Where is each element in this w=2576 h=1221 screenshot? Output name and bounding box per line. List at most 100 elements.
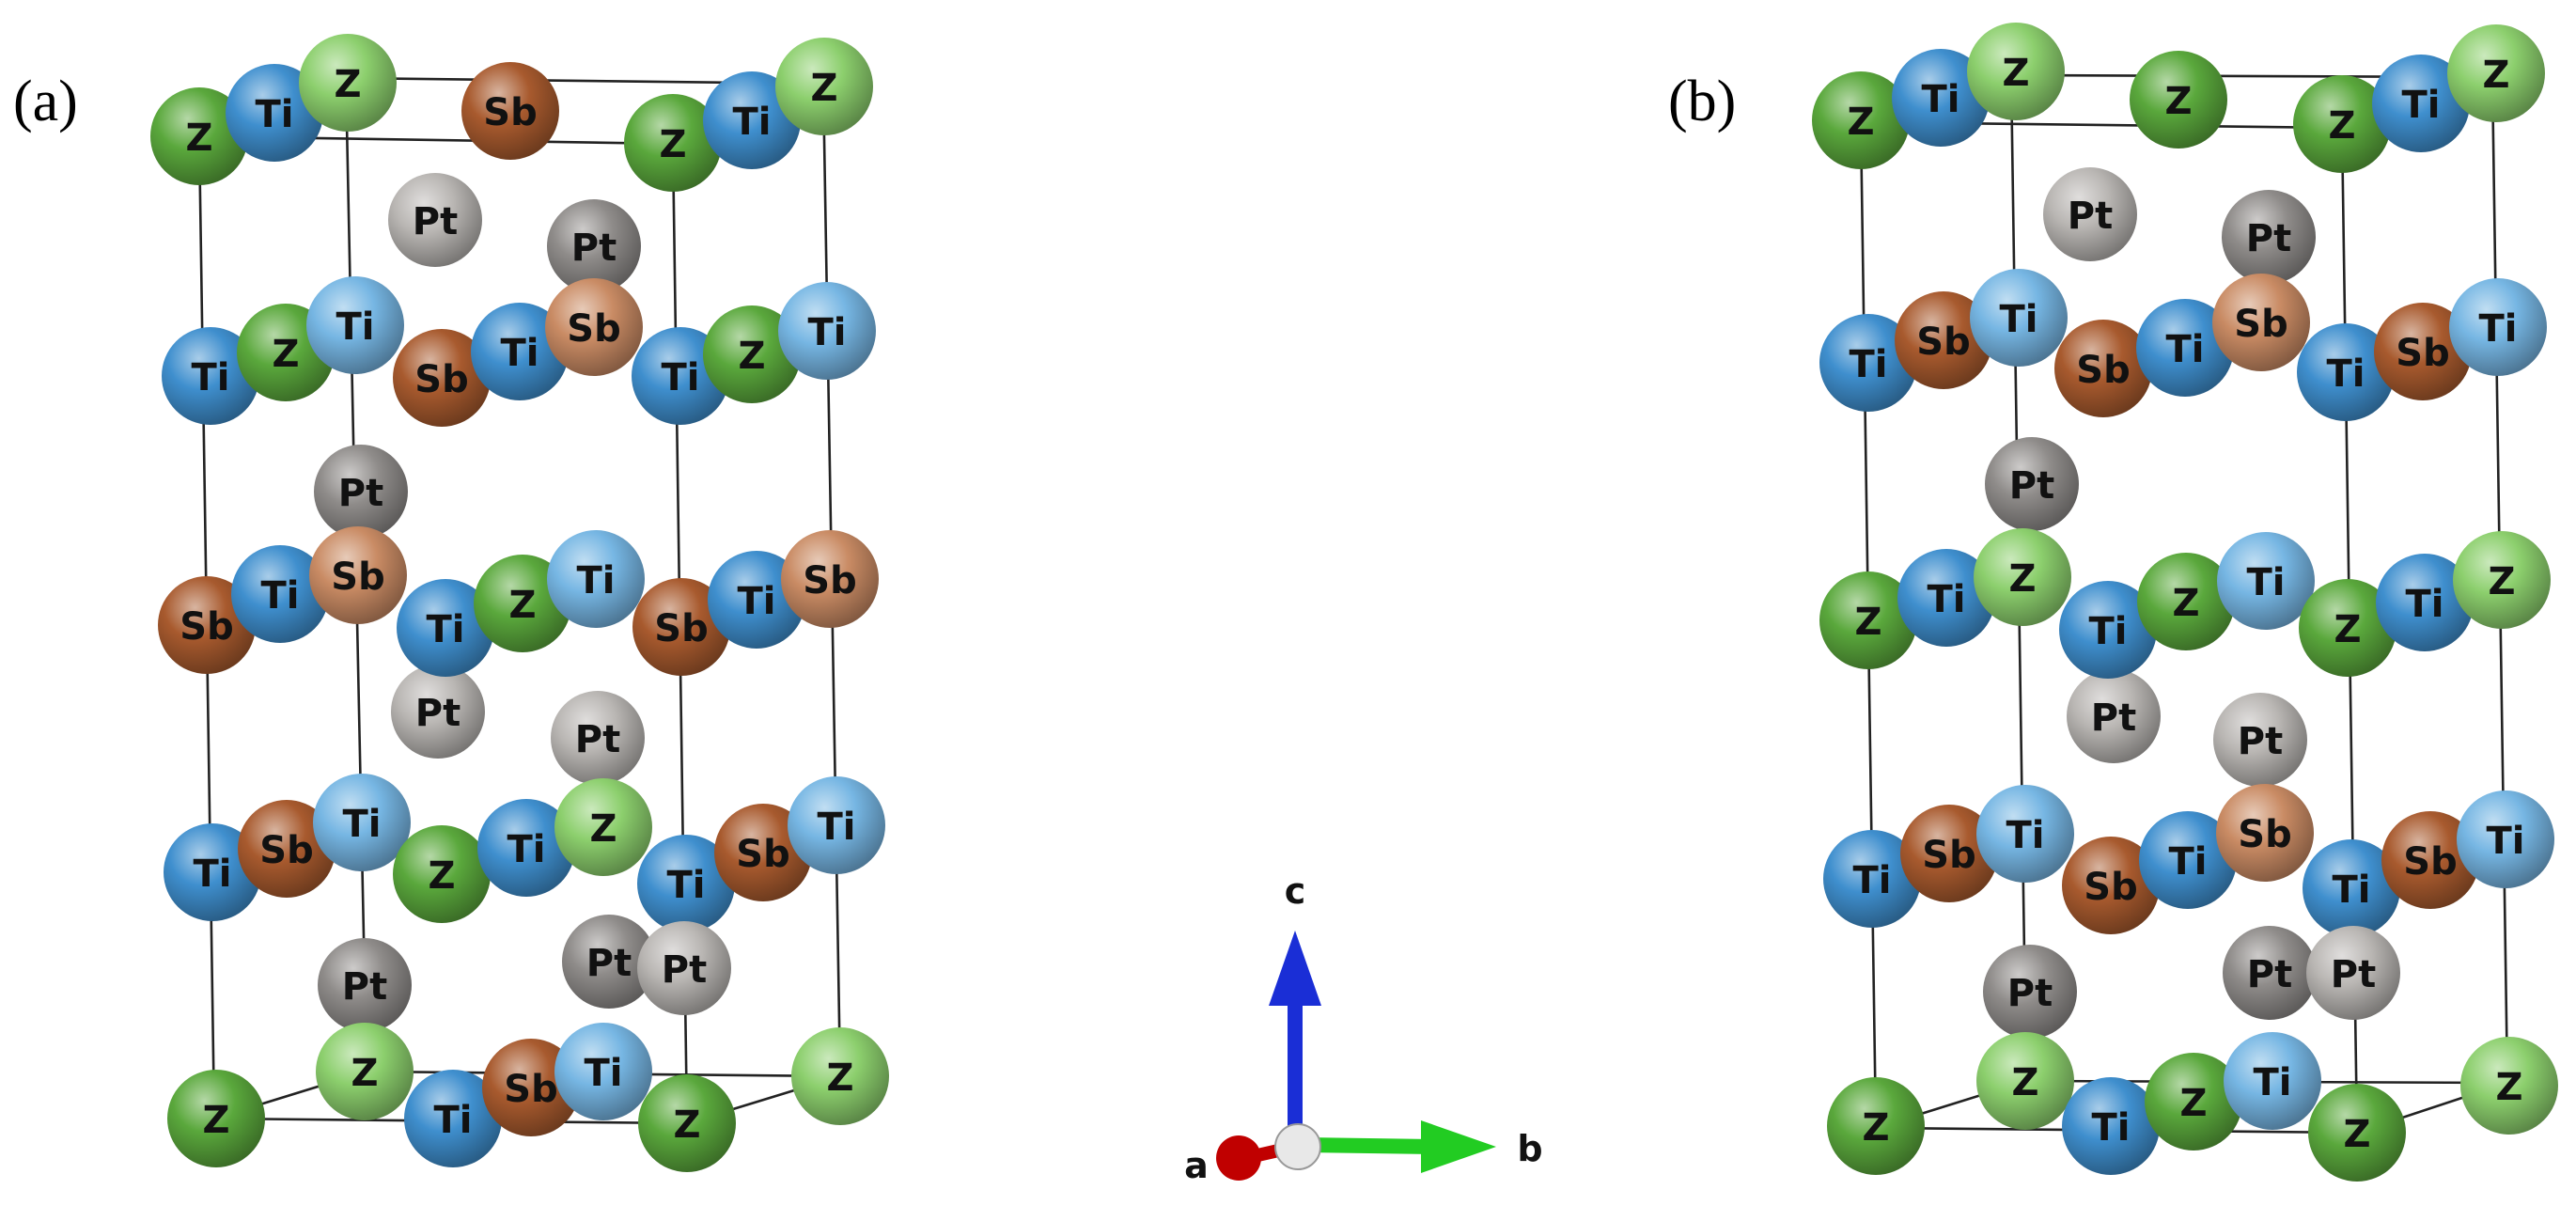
- panel-a-atom-ti: Ti: [471, 303, 569, 400]
- panel-b-atom-label: Pt: [2331, 953, 2376, 996]
- panel-a-atom-label: Sb: [331, 556, 384, 599]
- panel-a-atom-sb: Sb: [158, 576, 256, 674]
- panel-b-atom-label: Ti: [2333, 869, 2371, 912]
- panel-b-atom-label: Ti: [2327, 352, 2365, 396]
- panel-b-atom-label: Ti: [1922, 78, 1960, 121]
- panel-b-atom-pt: Pt: [2067, 669, 2161, 763]
- panel-a-atom-sphere: [318, 938, 412, 1032]
- panel-b-atom-sb: Sb: [1895, 291, 1992, 389]
- panel-b-atom-sphere: [2447, 24, 2545, 122]
- panel-b-atom-label: Ti: [2479, 307, 2518, 351]
- panel-b-atom-ti: Ti: [1892, 49, 1990, 147]
- panel-b-atom-label: Ti: [2247, 561, 2286, 604]
- panel-b-atom-sphere: [2306, 926, 2400, 1020]
- panel-b-atom-pt: Pt: [1985, 437, 2079, 531]
- panel-b-atom-sphere: [1983, 945, 2077, 1039]
- panel-b-atom-sphere: [1827, 1077, 1925, 1175]
- panel-a-atom-sphere: [562, 915, 656, 1009]
- panel-b-atom-label: Ti: [2000, 298, 2038, 341]
- panel-b-atom-sphere: [2222, 190, 2316, 284]
- panel-a-atom-sphere: [226, 64, 323, 162]
- panel-b-atom-z: Z: [1812, 71, 1910, 169]
- panel-b-atom-z: Z: [2308, 1084, 2406, 1182]
- panel-a-atom-label: Z: [738, 335, 765, 378]
- panel-a-atom-label: Sb: [414, 358, 468, 401]
- panel-b-atom-label: Pt: [2068, 195, 2113, 238]
- panel-b-atom-ti: Ti: [2059, 581, 2157, 679]
- panel-a-atom-sb: Sb: [545, 278, 643, 376]
- panel-b-atom-label: Z: [2008, 557, 2036, 601]
- panel-a-atom-ti: Ti: [404, 1070, 502, 1167]
- panel-a-atom-sphere: [637, 921, 731, 1015]
- panel-a-atom-sphere: [775, 38, 873, 135]
- panel-b-atom-label: Z: [2002, 52, 2029, 95]
- panel-a-atom-pt: Pt: [318, 938, 412, 1032]
- panel-b-atom-sphere: [2223, 926, 2317, 1020]
- c-axis-arrow-head: [1269, 931, 1321, 1006]
- panel-a-atom-label: Ti: [501, 332, 539, 375]
- panel-a-atom-sphere: [781, 530, 879, 628]
- panel-a-atom-label: Ti: [256, 93, 294, 136]
- panel-b-atom-sphere: [2216, 784, 2314, 882]
- panel-a-atom-label: Pt: [575, 718, 620, 761]
- panel-a-atom-label: Ti: [662, 356, 700, 399]
- panel-b-atom-label: Ti: [2092, 1106, 2131, 1150]
- panel-a-atom-ti: Ti: [164, 823, 261, 921]
- panel-a-atom-sphere: [314, 445, 408, 539]
- panel-a-atom-sphere: [638, 1074, 736, 1172]
- panel-b-atom-pt: Pt: [2223, 926, 2317, 1020]
- panel-b-atom-sphere: [2136, 299, 2234, 397]
- panel-a-atom-label: Pt: [586, 942, 632, 985]
- panel-a-atom-sphere: [309, 526, 407, 624]
- panel-a-atom-sphere: [316, 1023, 414, 1120]
- panel-a-atom-ti: Ti: [226, 64, 323, 162]
- panel-a-atom-sb: Sb: [632, 578, 730, 676]
- panel-a-atom-ti: Ti: [397, 579, 494, 677]
- panel-a-atom-pt: Pt: [314, 445, 408, 539]
- panel-b-atom-sphere: [2297, 323, 2395, 421]
- panel-b-atom-label: Pt: [2247, 953, 2292, 996]
- panel-b-atom-label: Ti: [2169, 840, 2208, 884]
- panel-b-atom-sphere: [2059, 581, 2157, 679]
- panel-a-atom-sb: Sb: [309, 526, 407, 624]
- panel-a-atom-label: Ti: [818, 806, 856, 849]
- panel-a-atom-sphere: [714, 804, 812, 901]
- panel-b-atom-label: Ti: [2006, 814, 2045, 857]
- panel-b-atom-pt: Pt: [2213, 693, 2307, 787]
- panel-a-atom-label: Sb: [483, 91, 537, 134]
- panel-a-atom-label: Sb: [654, 607, 708, 650]
- panel-a-atom-label: Pt: [415, 692, 461, 735]
- panel-a-atom-sphere: [471, 303, 569, 400]
- panel-b-atom-sphere: [2062, 1077, 2160, 1175]
- panel-a-atom-sphere: [791, 1027, 889, 1125]
- panel-b-atom-ti: Ti: [2136, 299, 2234, 397]
- panel-a-atom-sphere: [547, 530, 645, 628]
- panel-a-atom-sphere: [231, 545, 329, 643]
- panel-a-atom-pt: Pt: [391, 665, 485, 759]
- panel-b-atom-sb: Sb: [2062, 837, 2160, 934]
- panel-a-atom-sphere: [788, 776, 885, 874]
- panel-b-atom-label: Ti: [1850, 343, 1888, 386]
- panel-a-atom-z: Z: [150, 87, 248, 185]
- panel-b-atom-z: Z: [1819, 571, 1917, 669]
- panel-a-atom-ti: Ti: [778, 282, 876, 380]
- panel-b-atom-ti: Ti: [1970, 269, 2068, 367]
- panel-a-atom-sphere: [167, 1070, 265, 1167]
- panel-a-atom-sphere: [388, 173, 482, 267]
- panel-b-atom-z: Z: [2453, 531, 2551, 629]
- panel-b-atom-ti: Ti: [2139, 811, 2237, 909]
- panel-a-atom-sphere: [624, 94, 722, 192]
- panel-b-atom-z: Z: [1967, 23, 2065, 120]
- panel-b-atom-sphere: [2374, 303, 2472, 400]
- panel-b-atom-label: Sb: [1922, 834, 1975, 877]
- panel-b-atom-sphere: [2043, 167, 2137, 261]
- panel-a-atom-label: Z: [826, 1057, 853, 1100]
- panel-b-atom-pt: Pt: [2043, 167, 2137, 261]
- panel-a-atom-label: Ti: [261, 574, 300, 618]
- panel-a-atom-sphere: [397, 579, 494, 677]
- panel-b-atom-sphere: [2308, 1084, 2406, 1182]
- panel-a-atom-label: Ti: [733, 101, 772, 144]
- panel-b-atom-label: Z: [2164, 80, 2192, 123]
